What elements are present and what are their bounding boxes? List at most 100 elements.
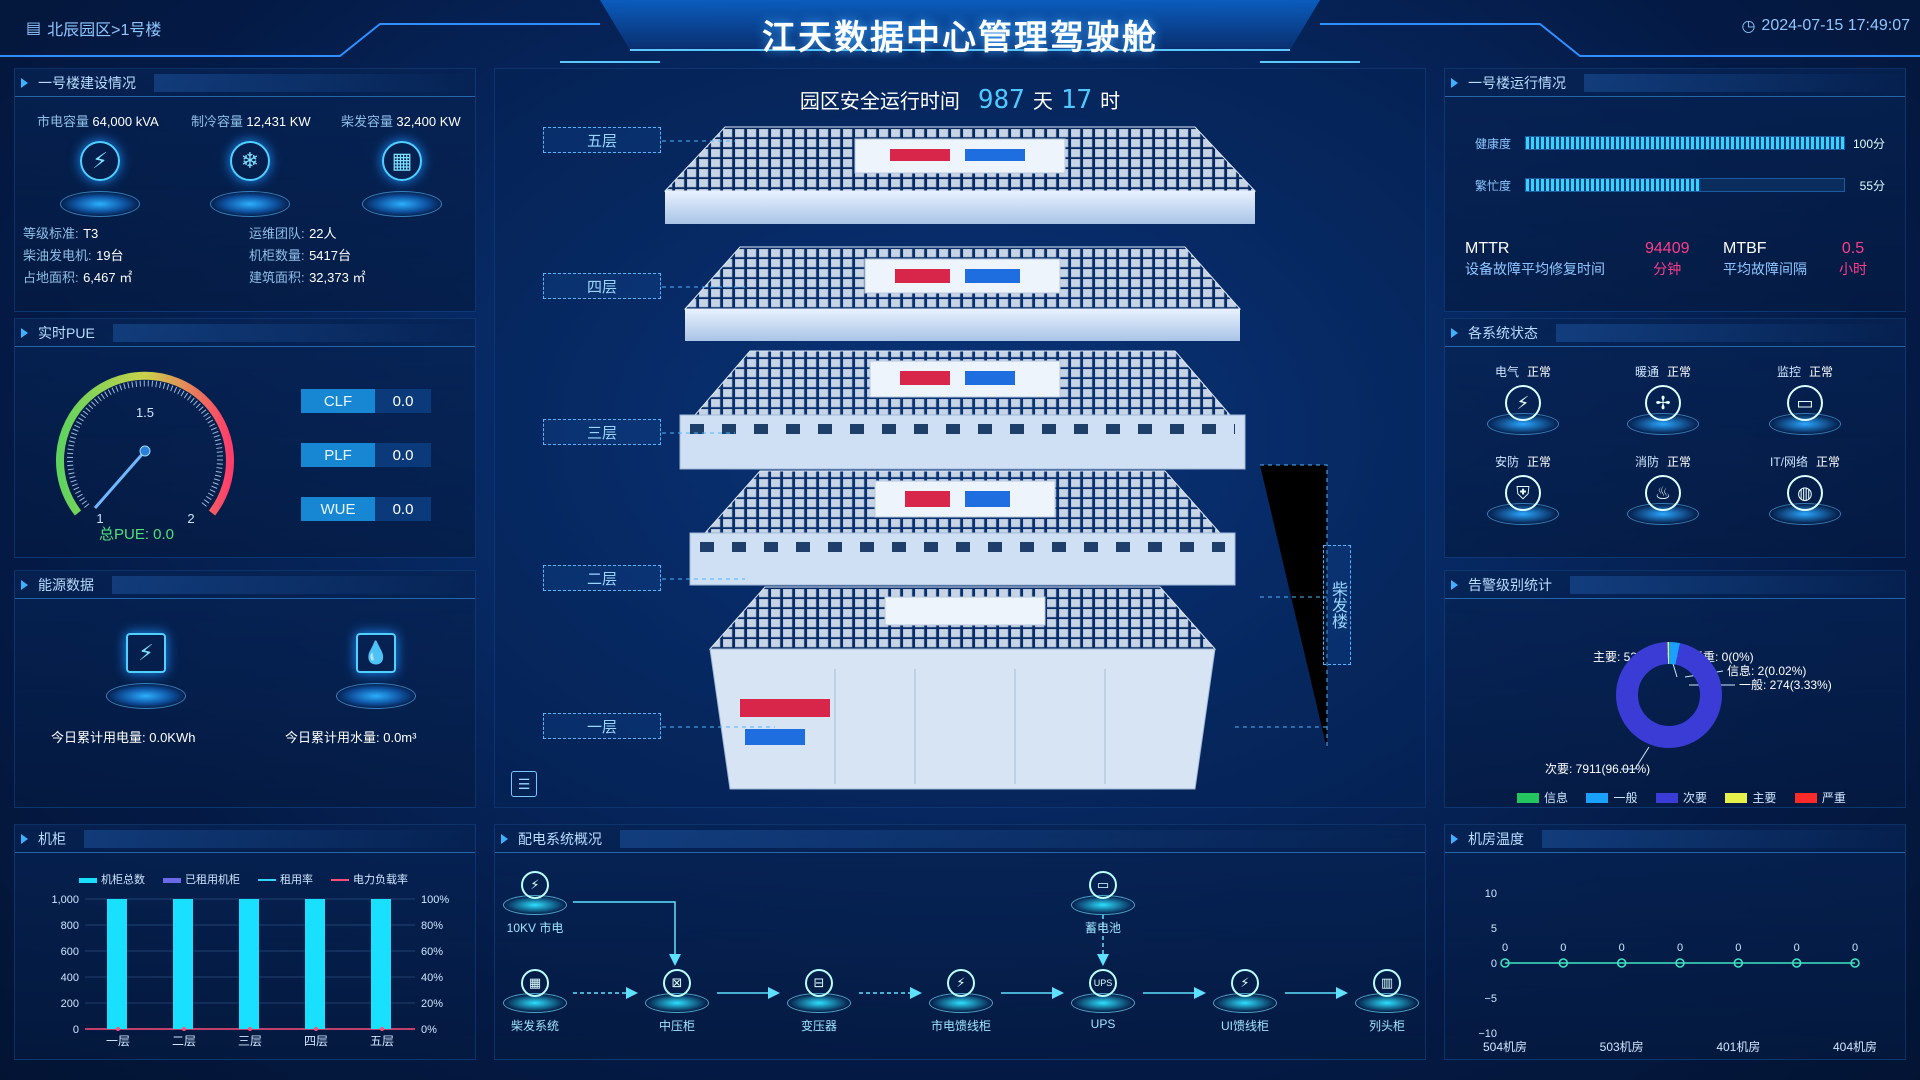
system-0[interactable]: 电气正常⚡	[1473, 363, 1573, 443]
system-status: 正常	[1527, 365, 1552, 379]
floor-2-label[interactable]: 二层	[543, 565, 661, 591]
uptime-hours: 17	[1060, 85, 1093, 115]
water-today: 今日累计用水量: 0.0m³	[285, 730, 417, 745]
legend-major[interactable]: 主要	[1725, 789, 1776, 806]
node-utility-feeder[interactable]: ⚡市电馈线柜	[921, 969, 1001, 1039]
cabinet-icon: ▥	[1373, 969, 1401, 997]
y2-tick-label: 60%	[421, 946, 443, 958]
system-status: 正常	[1815, 455, 1840, 469]
slice-label-info: 信息: 2(0.02%)	[1727, 663, 1806, 678]
legend-rented: 已租用机柜	[163, 871, 240, 887]
gauge-mark-left: 1	[96, 511, 103, 526]
page-title: 江天数据中心管理驾驶舱	[762, 19, 1158, 57]
x-tick-label: 404机房	[1833, 1039, 1877, 1054]
transformer-icon: ⊟	[805, 969, 833, 997]
shield-icon: ⛨	[1505, 475, 1541, 511]
legend-rate: 租用率	[258, 871, 313, 887]
temp-point	[1500, 958, 1510, 968]
energy-title: 能源数据	[15, 571, 475, 599]
point-label: 0	[1560, 942, 1566, 954]
load-point	[116, 1027, 120, 1031]
uptime-label: 园区安全运行时间	[799, 91, 960, 113]
node-utility[interactable]: ⚡10KV 市电	[495, 871, 575, 941]
monitor-icon: ▭	[1787, 385, 1823, 421]
system-4[interactable]: 消防正常♨	[1613, 453, 1713, 533]
slice-主要	[1616, 642, 1722, 748]
report-icon[interactable]: ☰	[511, 771, 537, 797]
bar-total	[305, 899, 325, 1029]
temp-point	[1558, 958, 1569, 968]
legend-minor[interactable]: 次要	[1655, 789, 1707, 806]
x-tick-label: 五层	[370, 1034, 394, 1048]
electric-meter-pedestal: ⚡	[101, 629, 191, 709]
x-tick-label: 504机房	[1483, 1039, 1527, 1054]
load-point	[380, 1027, 384, 1031]
legend-general[interactable]: 一般	[1586, 789, 1637, 806]
floor-3-label[interactable]: 三层	[543, 419, 661, 445]
feeder-icon: ⚡	[947, 969, 975, 997]
pue-title: 实时PUE	[15, 319, 475, 347]
y2-tick-label: 0%	[421, 1024, 437, 1036]
system-1[interactable]: 暖通正常✢	[1613, 363, 1713, 443]
y-tick-label: 5	[1491, 923, 1497, 935]
alarm-donut-chart: 主要: 53(0.64%) 严重: 0(0%) 信息: 2(0.02%) 一般:…	[1545, 642, 1832, 776]
snowflake-icon: ❄	[230, 141, 270, 181]
generator-icon: ▦	[521, 969, 549, 997]
x-tick-label: 二层	[172, 1034, 196, 1048]
breadcrumb[interactable]: ▤北辰园区>1号楼	[26, 16, 161, 40]
fire-icon: ♨	[1645, 475, 1681, 511]
y2-tick-label: 40%	[421, 972, 443, 984]
power-flow-lines	[573, 901, 1348, 999]
system-3[interactable]: 安防正常⛨	[1473, 453, 1573, 533]
system-5[interactable]: IT/网络正常◍	[1755, 453, 1855, 533]
y-tick-label: 200	[61, 998, 79, 1010]
pue-total: 总PUE: 0.0	[99, 526, 175, 543]
legend-info[interactable]: 信息	[1517, 789, 1568, 806]
lightning-icon: ⚡	[521, 871, 549, 899]
node-transformer[interactable]: ⊟变压器	[779, 969, 859, 1039]
generator-icon: ▦	[382, 141, 422, 181]
gauge-needle	[93, 450, 147, 509]
alarms-title: 告警级别统计	[1445, 571, 1905, 599]
y-tick-label: −5	[1484, 993, 1497, 1005]
floor-4-model	[683, 246, 1242, 341]
node-mv-switchgear[interactable]: ⊠中压柜	[637, 969, 717, 1039]
slice-label-general: 一般: 274(3.33%)	[1739, 677, 1832, 692]
floor-5-label[interactable]: 五层	[543, 127, 661, 153]
system-name: 暖通	[1634, 365, 1659, 379]
uptime: 园区安全运行时间 987 天 17 时	[495, 85, 1425, 115]
point-label: 0	[1677, 942, 1683, 954]
construction-panel: 一号楼建设情况 市电容量 64,000 kVA 制冷容量 12,431 KW 柴…	[14, 68, 476, 312]
node-diesel[interactable]: ▦柴发系统	[495, 969, 575, 1039]
bar-total	[239, 899, 259, 1029]
switchgear-icon: ⊠	[663, 969, 691, 997]
gauge-mark-top: 1.5	[136, 405, 154, 420]
health-fill	[1526, 137, 1844, 149]
temp-point	[1791, 958, 1802, 968]
node-ui-feeder[interactable]: ⚡UI馈线柜	[1205, 969, 1285, 1039]
water-meter-pedestal: 💧	[331, 629, 421, 709]
floor-4-label[interactable]: 四层	[543, 273, 661, 299]
legend-critical[interactable]: 严重	[1794, 789, 1846, 806]
system-2[interactable]: 监控正常▭	[1755, 363, 1855, 443]
day-unit: 天	[1032, 91, 1053, 113]
mttr-block: MTTR 设备故障平均修复时间	[1465, 240, 1605, 277]
diesel-building-label[interactable]: 柴发楼	[1323, 545, 1351, 665]
floor-1-label[interactable]: 一层	[543, 713, 661, 739]
datetime: ◷2024-07-15 17:49:07	[1741, 16, 1910, 36]
node-battery[interactable]: ▭蓄电池	[1063, 871, 1143, 941]
globe-icon: ◍	[1787, 475, 1823, 511]
lightning-icon: ⚡	[1505, 385, 1541, 421]
node-rack-head[interactable]: ▥列头柜	[1347, 969, 1427, 1039]
y-tick-label: 0	[73, 1024, 79, 1036]
floor-5-model	[663, 126, 1257, 224]
breadcrumb-text: 北辰园区>1号楼	[47, 22, 162, 39]
pue-gauge: 1.5 1 2	[56, 371, 234, 526]
